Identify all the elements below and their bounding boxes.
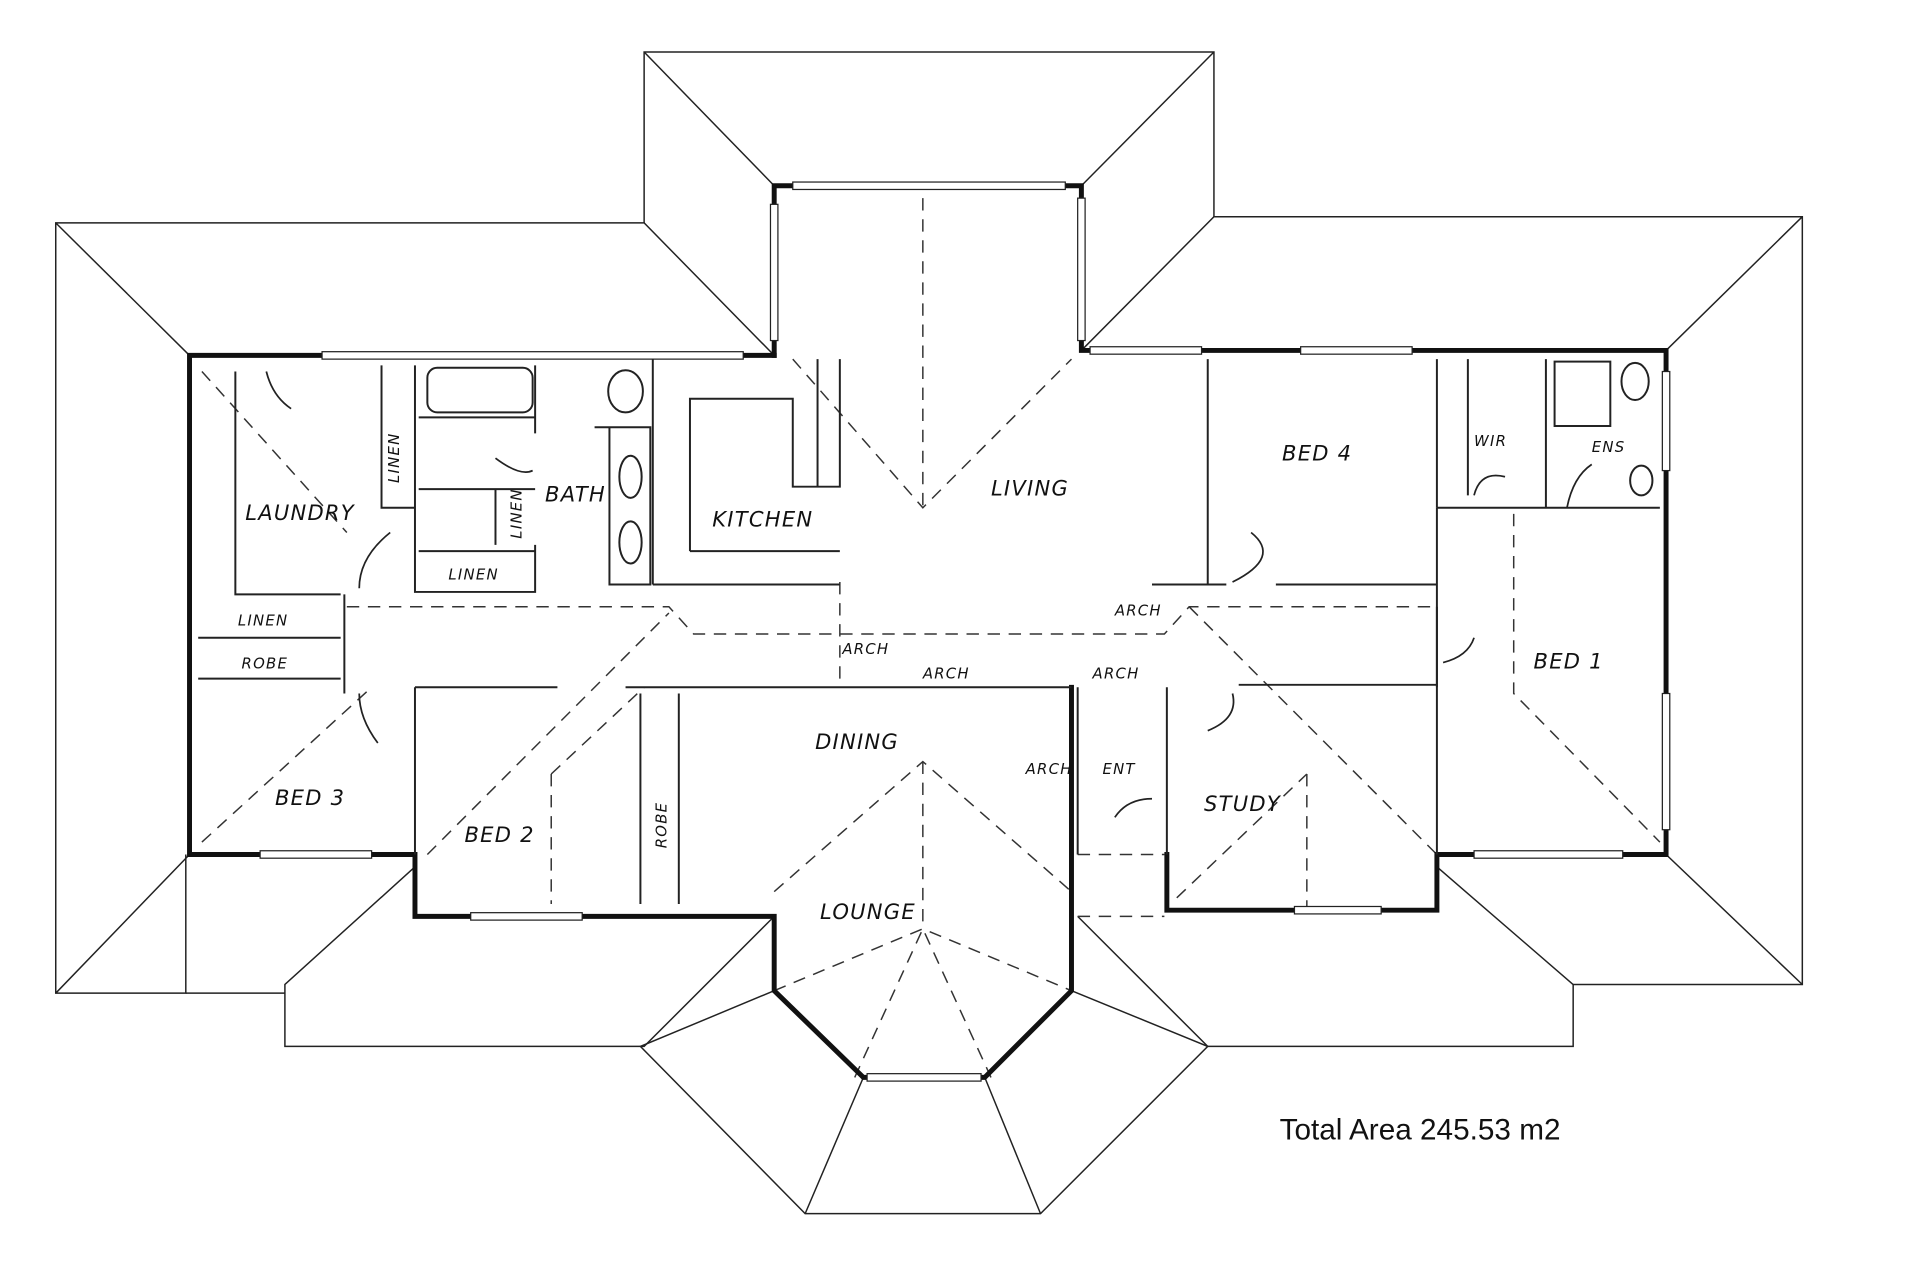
label-wir: WIR [1474,432,1507,450]
label-arch-1: ARCH [1114,601,1162,619]
room-labels: LAUNDRY LINEN LINEN LINEN LINEN ROBE BAT… [238,432,1626,924]
label-linen-wc: LINEN [385,432,403,482]
roof-outline [54,51,1804,1215]
label-bed2: BED 2 [465,822,535,847]
label-dining: DINING [815,729,899,754]
doors [265,371,1593,818]
label-arch-2: ARCH [841,640,889,658]
label-laundry: LAUNDRY [245,500,356,525]
label-robe-bed3: ROBE [242,655,289,673]
windows [259,181,1671,1082]
total-area: Total Area 245.53 m2 [1280,1113,1561,1146]
label-arch-4: ARCH [1092,665,1140,683]
interior-walls [198,359,1660,905]
label-kitchen: KITCHEN [712,506,813,531]
exterior-walls [187,183,1669,1080]
label-arch-3: ARCH [922,665,970,683]
label-linen-bath: LINEN [448,566,498,584]
label-bath: BATH [545,482,606,507]
label-lounge: LOUNGE [820,899,916,924]
label-bed3: BED 3 [275,785,345,810]
label-robe-bed2: ROBE [652,802,670,849]
ridge-lines [201,198,1661,1078]
label-ens: ENS [1592,438,1626,456]
label-living: LIVING [991,475,1069,500]
label-linen-hall: LINEN [238,611,288,629]
label-bed1: BED 1 [1534,649,1604,674]
label-bed4: BED 4 [1282,441,1352,466]
label-linen-bath-small: LINEN [507,488,525,538]
label-study: STUDY [1204,791,1282,816]
label-arch-5: ARCH [1025,760,1073,778]
label-ent: ENT [1102,760,1136,778]
